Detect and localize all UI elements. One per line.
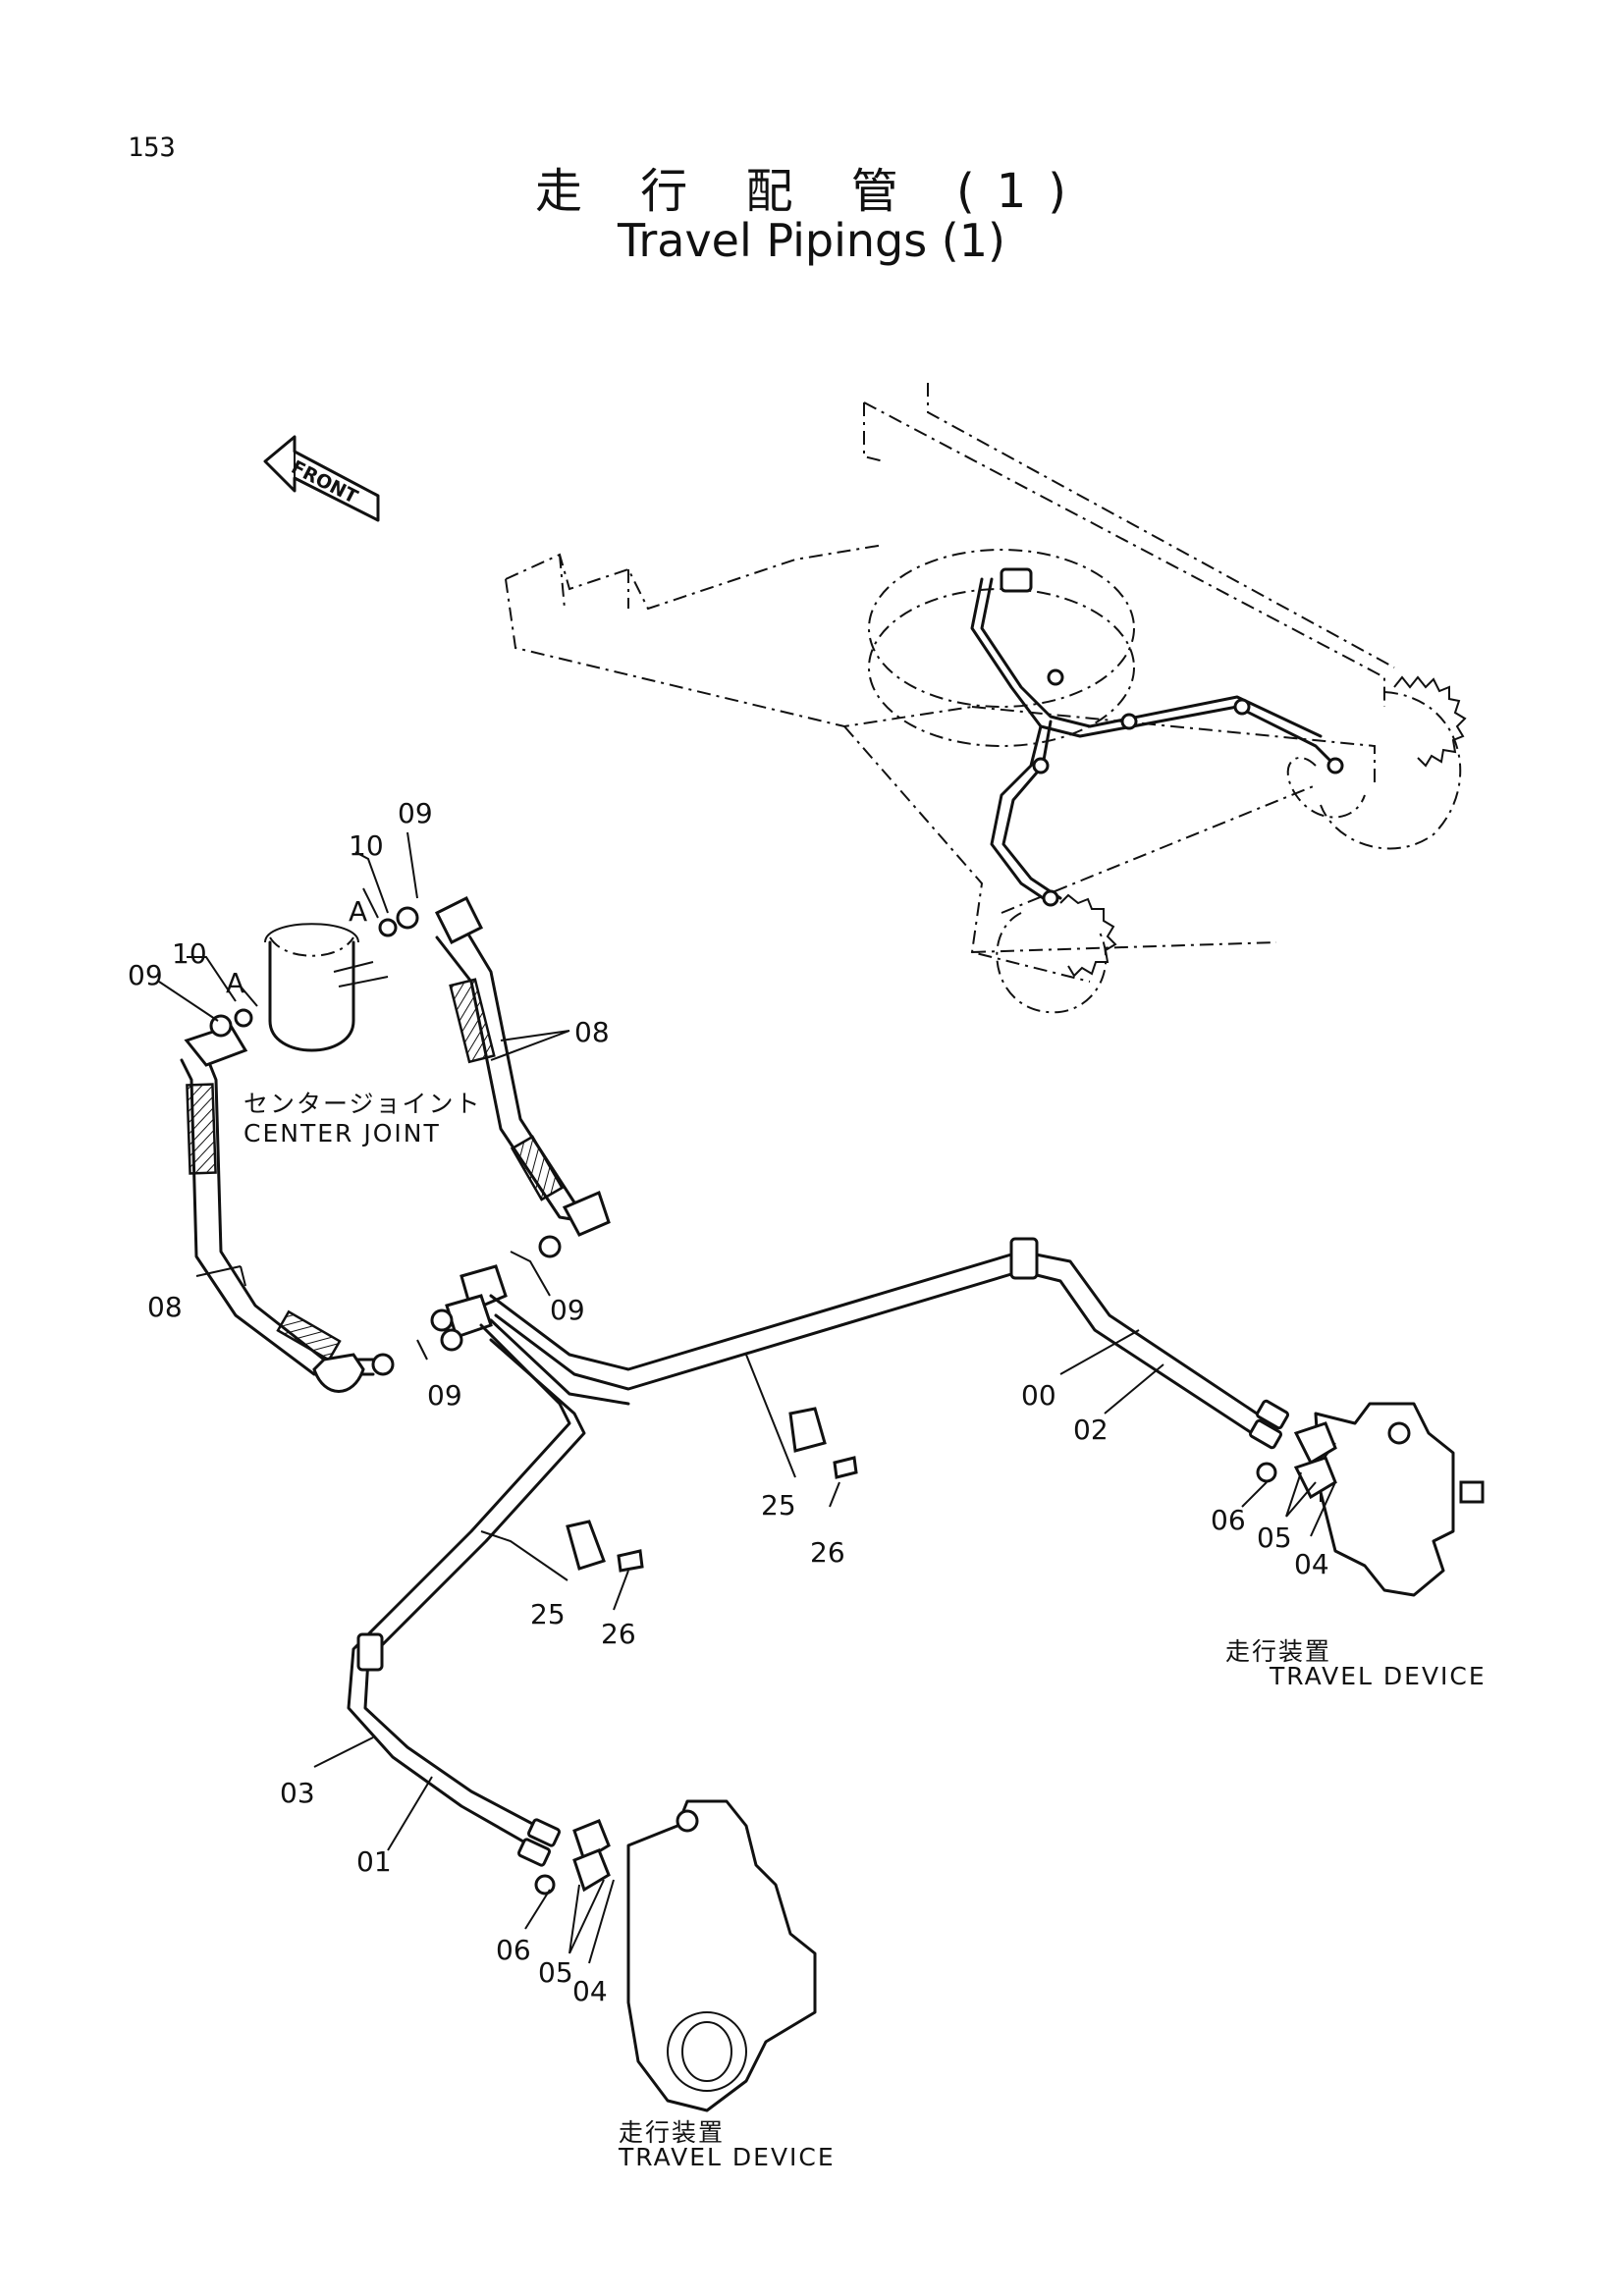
center-joint-label-ja: センタージョイント [243,1090,482,1118]
callout-04: 04 [572,1975,608,2007]
callout-01: 01 [356,1845,392,1878]
callout-10: 10 [172,937,207,970]
callout-03: 03 [280,1777,315,1809]
callout-06: 06 [496,1934,531,1966]
pipes-left [347,1323,586,1867]
callout-25: 25 [530,1598,566,1630]
travel-device-right-label-en: TRAVEL DEVICE [1270,1662,1487,1690]
callout-05: 05 [538,1956,573,1989]
undercarriage-frame [505,383,1467,1014]
callout-a: A [349,895,368,928]
overview-pipes [970,567,1344,907]
travel-device-left-body [534,1799,817,2112]
callout-26: 26 [810,1536,845,1569]
manifold-fittings [430,1264,508,1352]
callout-09: 09 [427,1379,462,1412]
leader-lines [158,831,1336,1964]
callout-09: 09 [398,797,433,829]
callout-26: 26 [601,1618,636,1650]
travel-device-right-label-ja: 走行装置 [1225,1637,1332,1666]
pipes-right [489,1237,1290,1450]
center-joint-label-en: CENTER JOINT [243,1119,441,1148]
callout-09: 09 [550,1294,585,1326]
callout-08: 08 [147,1291,183,1323]
callout-10: 10 [349,829,384,862]
center-joint-body [264,923,389,1052]
callout-05: 05 [1257,1522,1292,1554]
page-title-en: Travel Pipings (1) [618,214,1005,267]
callout-a: A [226,967,245,999]
page-number: 153 [128,133,176,163]
travel-device-left-label-ja: 走行装置 [619,2118,726,2147]
page-title-ja: 走 行 配 管 (1) [534,164,1089,219]
hose-left [180,1008,395,1393]
hose-right [378,895,611,1258]
clamp-parts [566,1407,858,1573]
travel-device-left-label-en: TRAVEL DEVICE [619,2143,836,2171]
callout-02: 02 [1073,1414,1109,1446]
callout-09: 09 [128,959,163,991]
front-arrow-icon [263,435,380,522]
callout-00: 00 [1021,1379,1056,1412]
callout-08: 08 [574,1016,610,1048]
callout-25: 25 [761,1489,796,1522]
callout-04: 04 [1294,1548,1329,1580]
travel-device-right-body [1256,1402,1485,1597]
callout-06: 06 [1211,1504,1246,1536]
